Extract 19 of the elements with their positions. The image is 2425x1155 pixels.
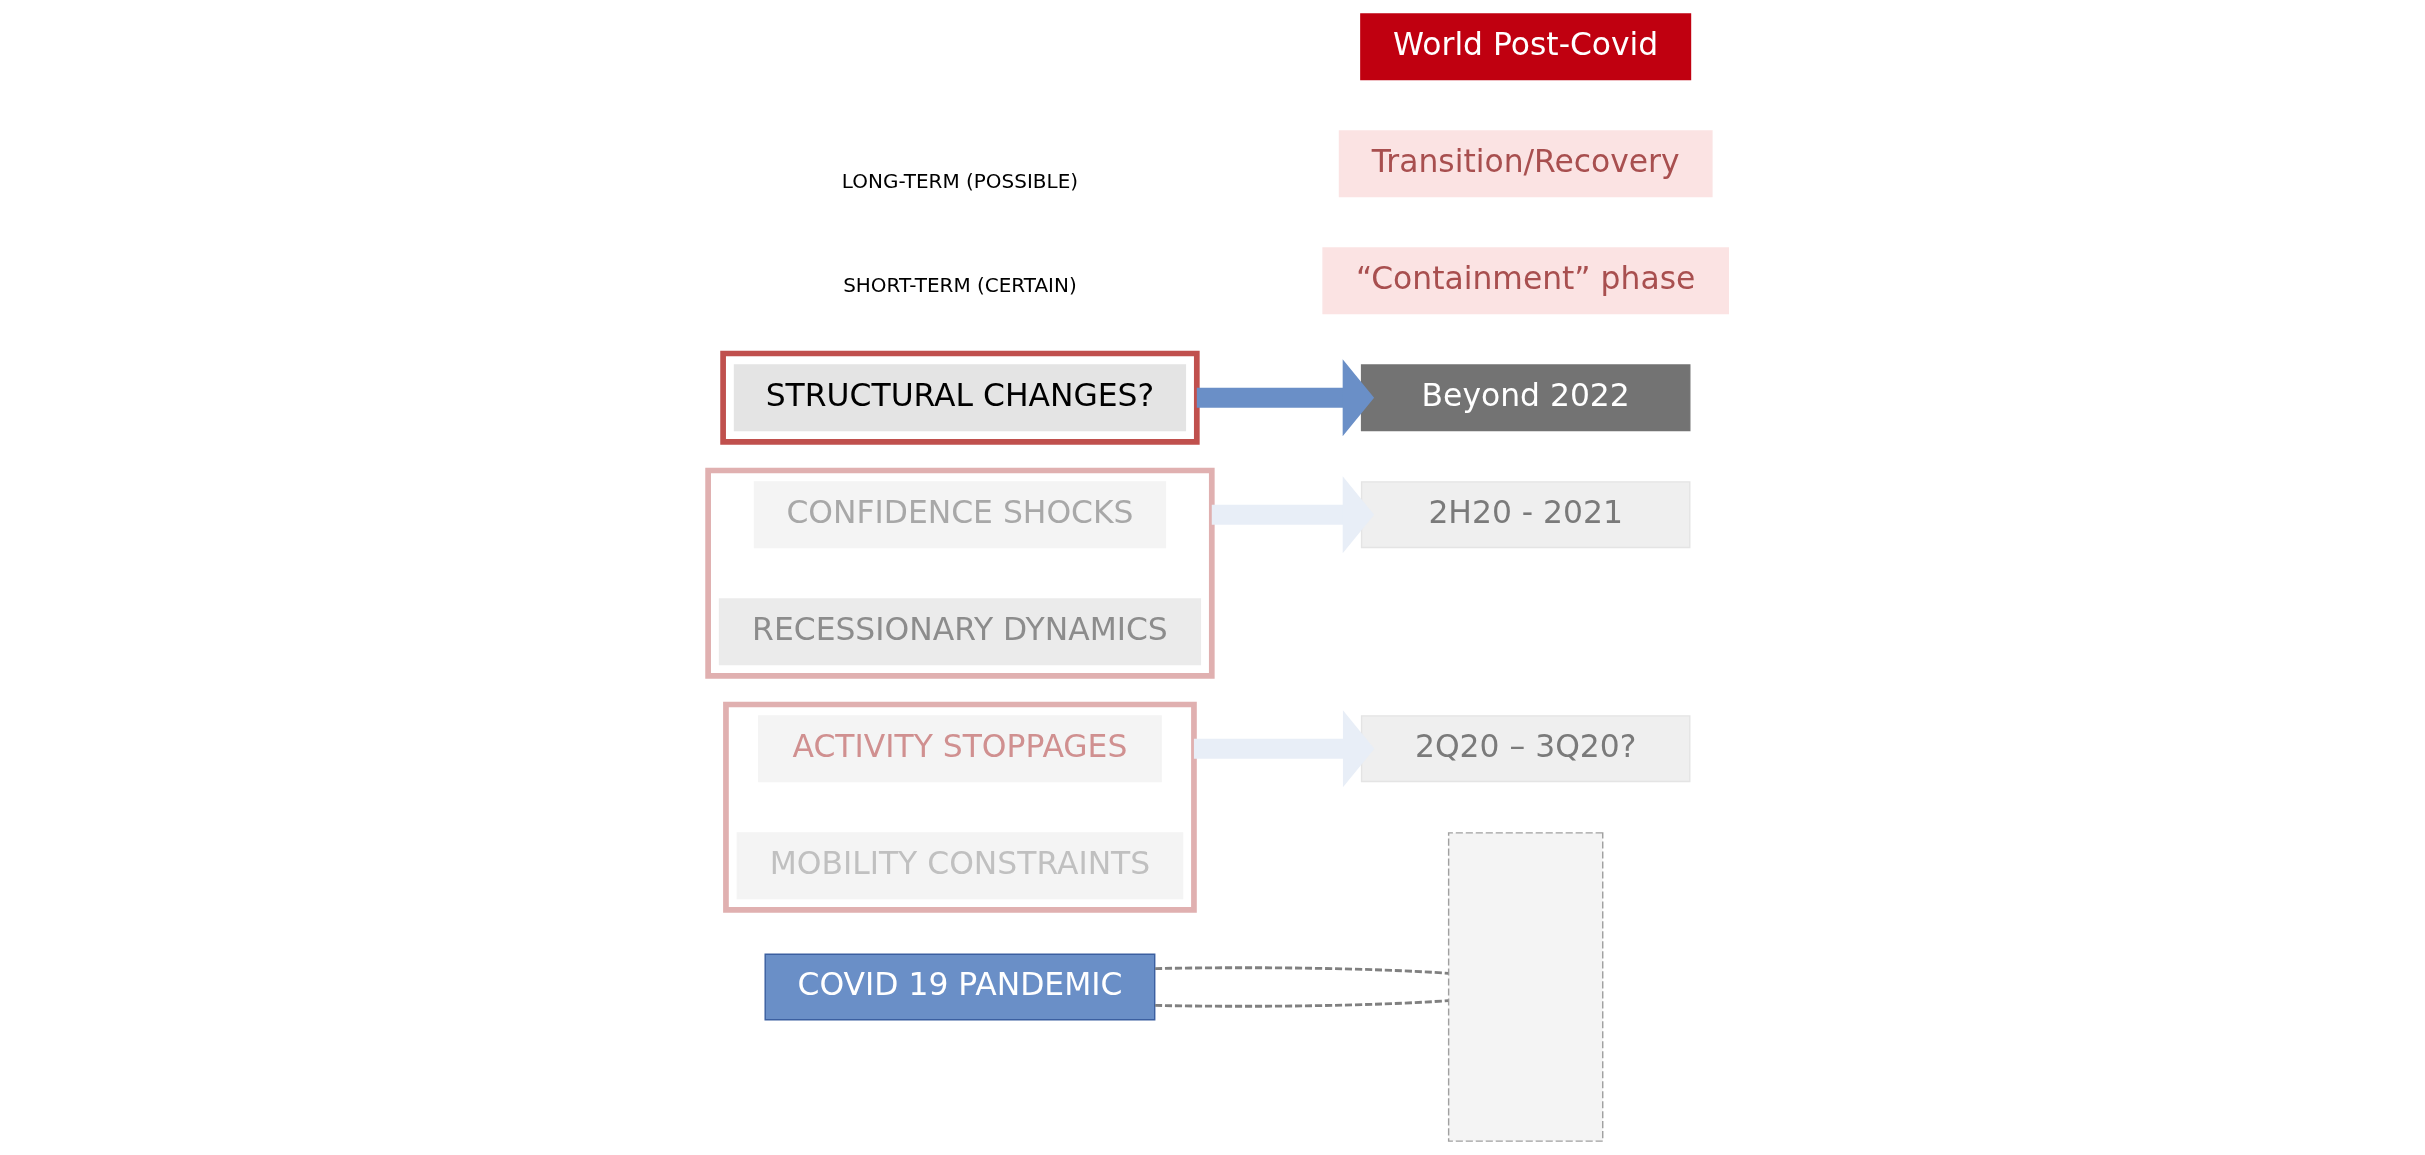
node-box: Transition/Recovery xyxy=(1338,130,1713,198)
node-box: “Containment” phase xyxy=(1322,247,1729,315)
cluster xyxy=(723,701,1197,913)
arrow xyxy=(1211,476,1375,554)
label: SHORT-TERM (CERTAIN) xyxy=(843,272,1077,297)
node-box: 2Q20 – 3Q20? xyxy=(1360,715,1691,783)
node-box: STRUCTURAL CHANGES? xyxy=(733,364,1187,432)
node-box xyxy=(1447,832,1604,1142)
arrow xyxy=(1193,710,1375,788)
node-box: Beyond 2022 xyxy=(1360,364,1691,432)
node-box: 2H20 - 2021 xyxy=(1360,481,1691,549)
node-box: World Post-Covid xyxy=(1360,13,1692,81)
cluster xyxy=(720,350,1200,445)
connector xyxy=(1155,999,1449,1008)
arrow xyxy=(1196,359,1375,437)
connector xyxy=(1155,966,1449,975)
node-box: COVID 19 PANDEMIC xyxy=(764,953,1156,1021)
label: LONG-TERM (POSSIBLE) xyxy=(841,168,1079,193)
cluster xyxy=(705,467,1215,679)
